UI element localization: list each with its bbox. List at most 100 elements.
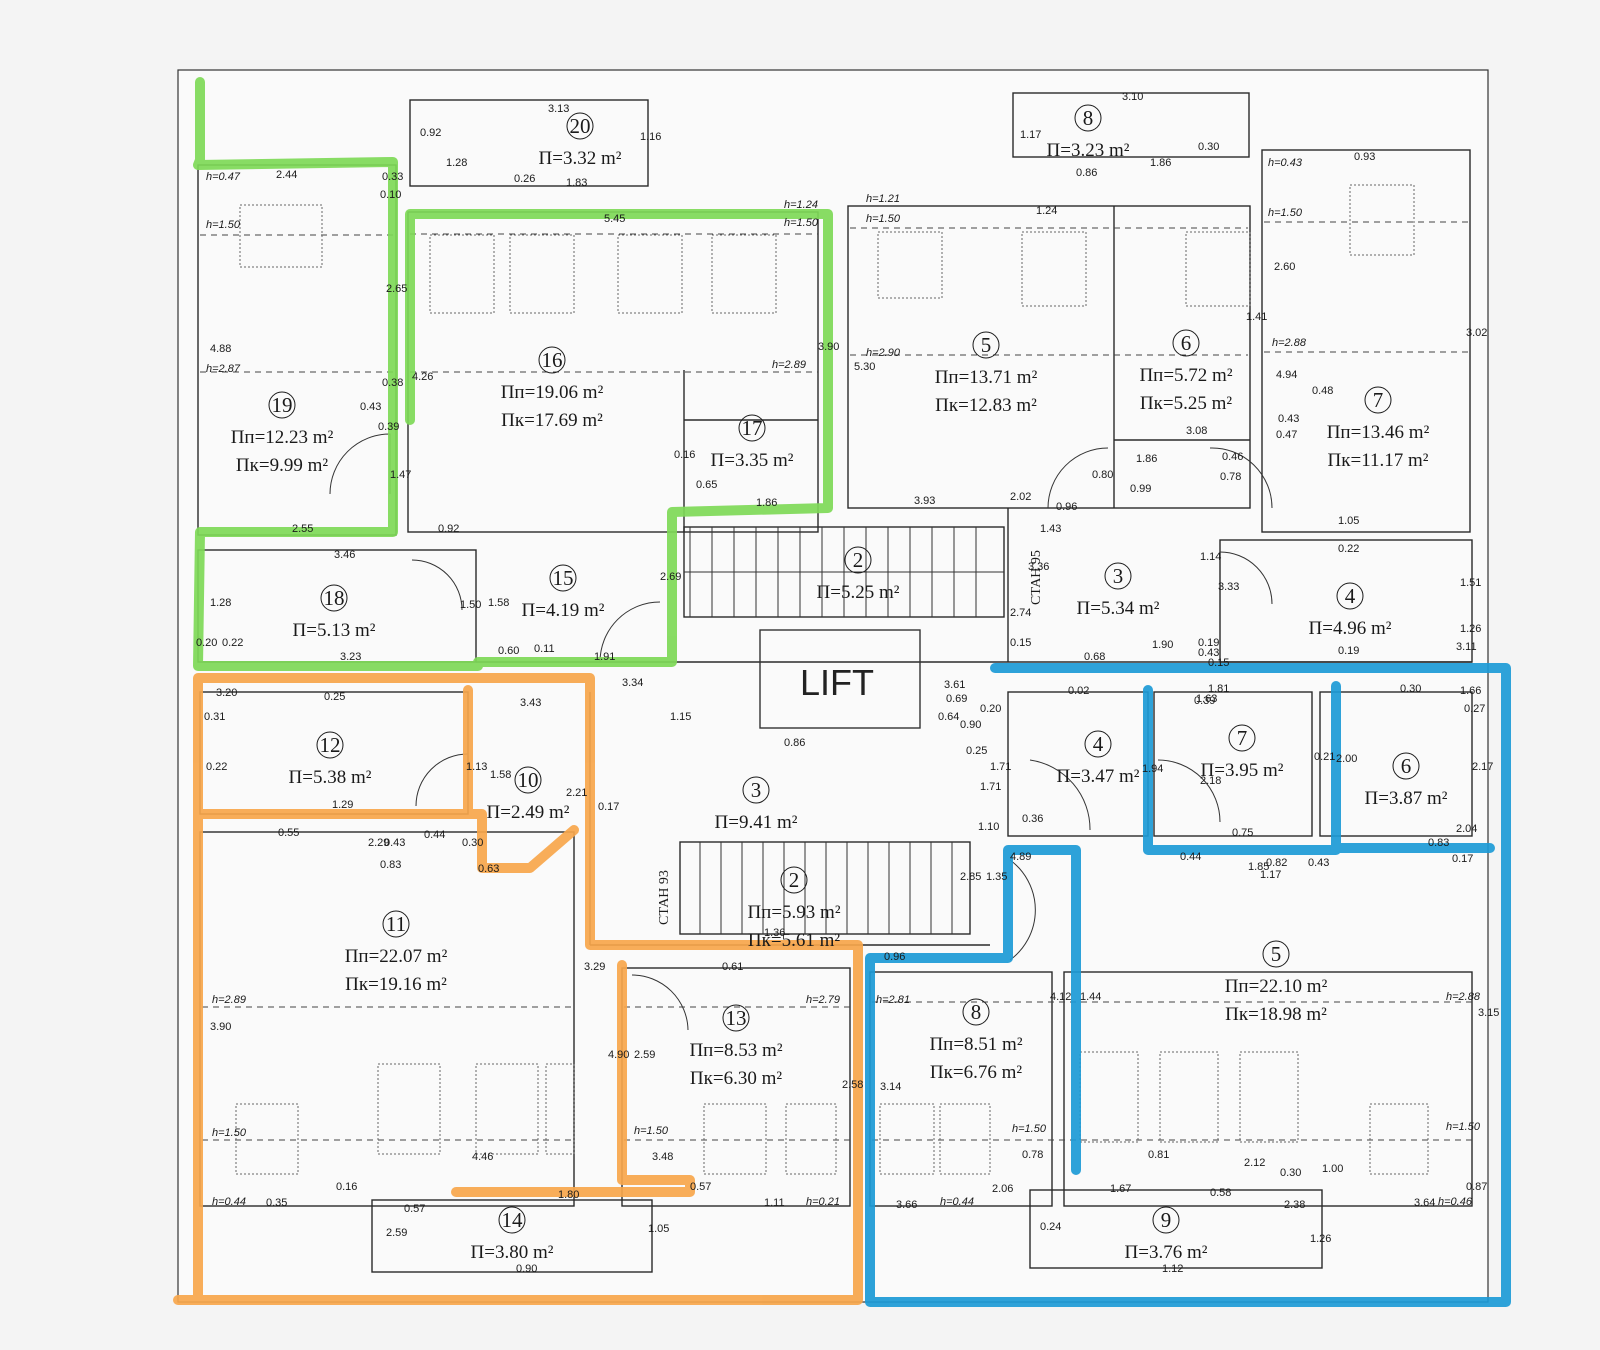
room-number-circle [1262, 940, 1290, 968]
dimension-label: 0.30 [1198, 141, 1219, 153]
dimension-label: 0.55 [278, 827, 299, 839]
height-label: h=2.87 [206, 363, 241, 375]
stan-top-label: СТАН 95 [1029, 550, 1044, 605]
dimension-label: 0.30 [1280, 1167, 1301, 1179]
dimension-label: 1.05 [1338, 515, 1359, 527]
room-number-circle [972, 331, 1000, 359]
room-area: Пк=5.25 m² [1140, 393, 1232, 414]
room-area: Пк=17.69 m² [501, 410, 603, 431]
dimension-label: 1.85 [1248, 861, 1269, 873]
dimension-label: 0.39 [378, 421, 399, 433]
room-number-circle [514, 766, 542, 794]
room-number: 3 [751, 778, 762, 802]
dimension-label: 1.50 [460, 599, 481, 611]
room-number: 16 [542, 348, 563, 372]
dimension-label: 0.38 [382, 377, 403, 389]
height-label: h=0.44 [212, 1196, 246, 1208]
lift-label: LIFT [800, 662, 874, 703]
room-number-circle [1392, 752, 1420, 780]
lift-shaft [759, 629, 921, 729]
dimension-label: 2.60 [1274, 261, 1295, 273]
dimension-label: 0.44 [424, 829, 445, 841]
dimension-label: 1.11 [764, 1197, 785, 1209]
room-number: 18 [324, 586, 345, 610]
dimension-label: 2.59 [386, 1227, 407, 1239]
dimension-label: 0.25 [324, 691, 345, 703]
height-label: h=2.88 [1272, 337, 1307, 349]
dimension-label: 4.46 [472, 1151, 493, 1163]
dimension-label: 0.26 [514, 173, 535, 185]
room-number-circle [538, 346, 566, 374]
dimension-label: 0.64 [938, 711, 959, 723]
dimension-label: 3.02 [1466, 327, 1487, 339]
room-area: Пп=19.06 m² [501, 382, 604, 403]
height-label: h=1.21 [866, 193, 900, 205]
dimension-label: 0.78 [1220, 471, 1241, 483]
height-label: h=2.90 [866, 347, 901, 359]
dimension-label: 1.24 [1036, 205, 1057, 217]
room-number: 4 [1093, 732, 1104, 756]
room-area: П=3.23 m² [1047, 140, 1130, 161]
room-area: Пп=5.72 m² [1139, 365, 1232, 386]
dimension-label: 0.24 [1040, 1221, 1061, 1233]
dimension-label: 3.14 [880, 1081, 901, 1093]
dimension-label: 0.16 [674, 449, 695, 461]
dimension-label: 0.92 [438, 523, 459, 535]
room-number: 10 [518, 768, 539, 792]
dimension-label: 1.26 [1310, 1233, 1331, 1245]
dimension-label: 0.19 [1198, 637, 1219, 649]
room-number: 2 [853, 548, 864, 572]
room-area: П=4.19 m² [522, 600, 605, 621]
dimension-label: 3.08 [1186, 425, 1207, 437]
dimension-label: 0.58 [1210, 1187, 1231, 1199]
dimension-label: 5.30 [854, 361, 875, 373]
dimension-label: 1.17 [1020, 129, 1041, 141]
dimension-label: 0.87 [1466, 1181, 1487, 1193]
dimension-label: 1.66 [1460, 685, 1481, 697]
dimension-label: 3.29 [584, 961, 605, 973]
dimension-label: 1.80 [558, 1189, 579, 1201]
dimension-label: 1.58 [488, 597, 509, 609]
room-area: Пп=22.07 m² [345, 946, 448, 967]
dimension-label: 1.81 [1208, 683, 1229, 695]
dimension-label: 2.17 [1472, 761, 1493, 773]
room-area: П=3.32 m² [539, 148, 622, 169]
dimension-label: 0.48 [1312, 385, 1333, 397]
dimension-label: 3.20 [216, 687, 237, 699]
height-label: h=0.44 [940, 1196, 974, 1208]
dimension-label: 1.26 [1460, 623, 1481, 635]
dimension-label: 1.63 [1196, 693, 1217, 705]
dimension-label: 0.17 [598, 801, 619, 813]
room-number: 6 [1181, 331, 1192, 355]
room-number-circle [268, 391, 296, 419]
dimension-label: 1.17 [1260, 869, 1281, 881]
lower-height-lines [202, 1001, 1472, 1141]
room-number-circle [844, 546, 872, 574]
height-label: h=1.50 [1012, 1123, 1047, 1135]
room-number-circle [1152, 1206, 1180, 1234]
dimension-label: 1.05 [648, 1223, 669, 1235]
room-number: 19 [272, 393, 293, 417]
dimension-label: 3.64 [1414, 1197, 1435, 1209]
room-area: Пк=5.61 m² [748, 930, 840, 951]
dimension-label: 3.15 [1478, 1007, 1499, 1019]
room-number-circle [1172, 329, 1200, 357]
dimension-label: 3.90 [210, 1021, 231, 1033]
room-number: 7 [1237, 726, 1248, 750]
dimension-label: 0.81 [1148, 1149, 1169, 1161]
dimension-label: 0.17 [1452, 853, 1473, 865]
room-number-circle [498, 1206, 526, 1234]
room-area: Пп=8.51 m² [929, 1034, 1022, 1055]
height-labels: h=0.47h=1.50h=2.87h=1.24h=1.50h=2.89h=1.… [206, 157, 1481, 1208]
room-number: 17 [742, 416, 763, 440]
dimension-label: 1.44 [1080, 991, 1101, 1003]
dimension-label: 2.65 [386, 283, 407, 295]
dimension-label: 0.22 [1338, 543, 1359, 555]
dimension-label: 1.43 [1040, 523, 1061, 535]
dimension-label: 0.02 [1068, 685, 1089, 697]
dimension-label: 3.36 [1028, 561, 1049, 573]
room-number: 3 [1113, 564, 1124, 588]
dimension-label: 0.30 [462, 837, 483, 849]
room-number: 15 [553, 566, 574, 590]
